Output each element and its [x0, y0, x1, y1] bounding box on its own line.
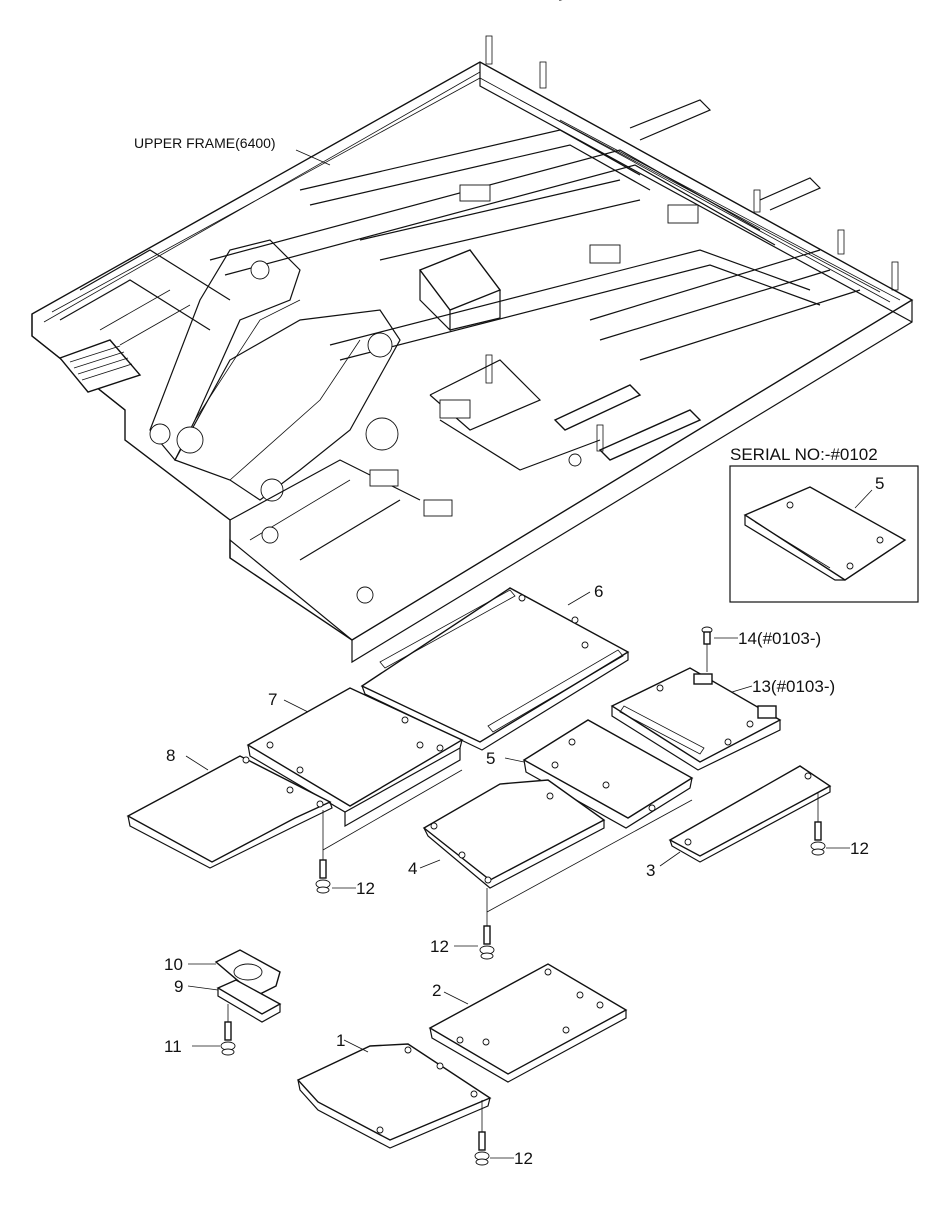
callout-7: 7: [268, 690, 277, 709]
plate-3: [668, 765, 832, 863]
callout-2: 2: [432, 981, 441, 1000]
plate-8: [126, 755, 333, 869]
bolt-12-bottom: [474, 1100, 490, 1166]
plate-7: [246, 687, 464, 828]
callout-3: 3: [646, 861, 655, 880]
plate-5: [522, 719, 694, 829]
flange-9: [216, 979, 282, 1023]
plate-1: [296, 1043, 492, 1149]
callout-12-center: 12: [430, 937, 449, 956]
gasket-10: [214, 949, 281, 997]
bolt-11: [220, 1004, 236, 1056]
plate-13: [610, 667, 782, 771]
callout-9: 9: [174, 977, 183, 996]
callout-12-left: 12: [356, 879, 375, 898]
serial-inset: SERIAL NO:-#0102 5: [729, 445, 919, 603]
plate-4: [422, 779, 606, 889]
callout-13: 13(#0103-): [752, 677, 835, 696]
plate-6: [360, 587, 630, 751]
callout-6: 6: [594, 582, 603, 601]
bolt-12-left: [315, 810, 331, 894]
callout-12-bottom: 12: [514, 1149, 533, 1168]
inset-title: SERIAL NO:-#0102: [730, 445, 878, 464]
callout-4: 4: [408, 859, 417, 878]
frame-label: UPPER FRAME(6400): [134, 135, 276, 151]
bolt-14: [701, 626, 713, 672]
callout-5: 5: [486, 749, 495, 768]
inset-box: [729, 465, 919, 603]
callout-10: 10: [164, 955, 183, 974]
callout-8: 8: [166, 746, 175, 765]
callout-11: 11: [164, 1037, 182, 1056]
inset-callout-5: 5: [875, 474, 884, 493]
callout-12-right: 12: [850, 839, 869, 858]
boom-bracket-right: [174, 309, 401, 501]
plate-2: [428, 963, 628, 1083]
bolt-12-center: [479, 888, 495, 960]
bolt-12-right: [810, 792, 826, 856]
upper-frame: [31, 0, 914, 664]
inset-plate-5: [743, 486, 907, 581]
callout-1: 1: [336, 1031, 345, 1050]
callout-14: 14(#0103-): [738, 629, 821, 648]
